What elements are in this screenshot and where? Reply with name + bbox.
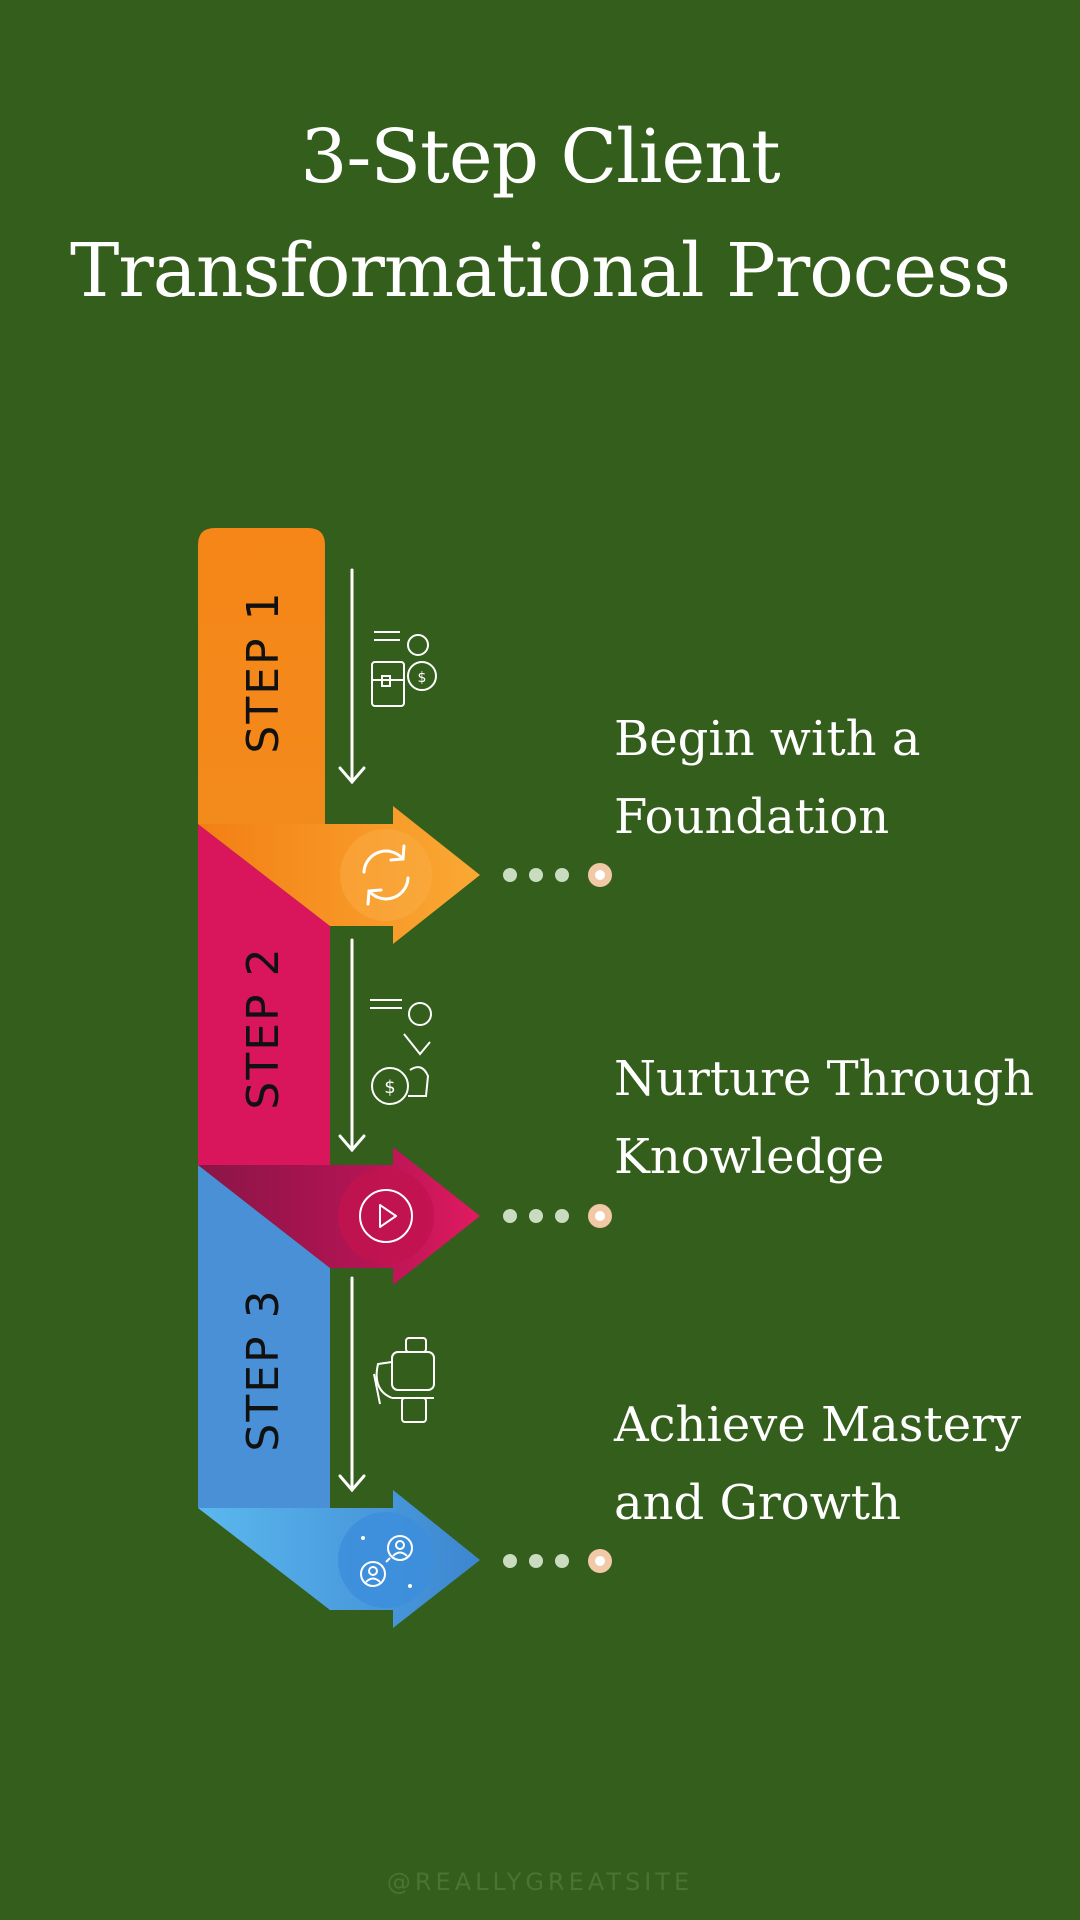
title-line-2: Transformational Process [70,228,1011,314]
step-1-arrow [198,806,480,944]
step-1-text-line-1: Begin with a [614,711,921,767]
step-2-text-line-1: Nurture Through [614,1051,1034,1107]
play-icon [338,1168,434,1264]
step-3-bar [198,1165,330,1508]
business-money-icon: $ [371,631,437,707]
title-line-1: 3-Step Client [300,114,780,200]
down-arrow-2 [338,938,366,1153]
step-2-bar [198,824,330,1165]
step-2-text-line-2: Knowledge [614,1129,885,1185]
footer-handle: @REALLYGREATSITE [386,1868,694,1896]
page-title: 3-Step Client Transformational Process [0,100,1080,328]
connector-dots-3 [503,1549,612,1573]
step-3-description: Achieve Mastery and Growth [614,1386,1074,1542]
step-3-text-line-2: and Growth [614,1475,901,1531]
step-1-text-line-2: Foundation [614,789,890,845]
refresh-icon [340,829,432,921]
step-1-bar [198,528,325,824]
step-2-description: Nurture Through Knowledge [614,1040,1074,1196]
connector-dots-2 [503,1204,612,1228]
money-growth-icon: $ [370,999,432,1105]
step-1-description: Begin with a Foundation [614,700,1074,856]
connector-dots-1 [503,863,612,887]
step-1-label: STEP 1 [238,590,289,753]
people-network-icon [338,1512,434,1608]
svg-text:$: $ [384,1077,395,1098]
trophy-icon [373,1337,435,1423]
svg-text:$: $ [418,670,427,686]
down-arrow-1 [338,568,366,785]
down-arrow-3 [338,1276,366,1493]
step-3-label: STEP 3 [238,1288,289,1451]
step-3-text-line-1: Achieve Mastery [614,1397,1022,1453]
step-2-label: STEP 2 [238,946,289,1109]
